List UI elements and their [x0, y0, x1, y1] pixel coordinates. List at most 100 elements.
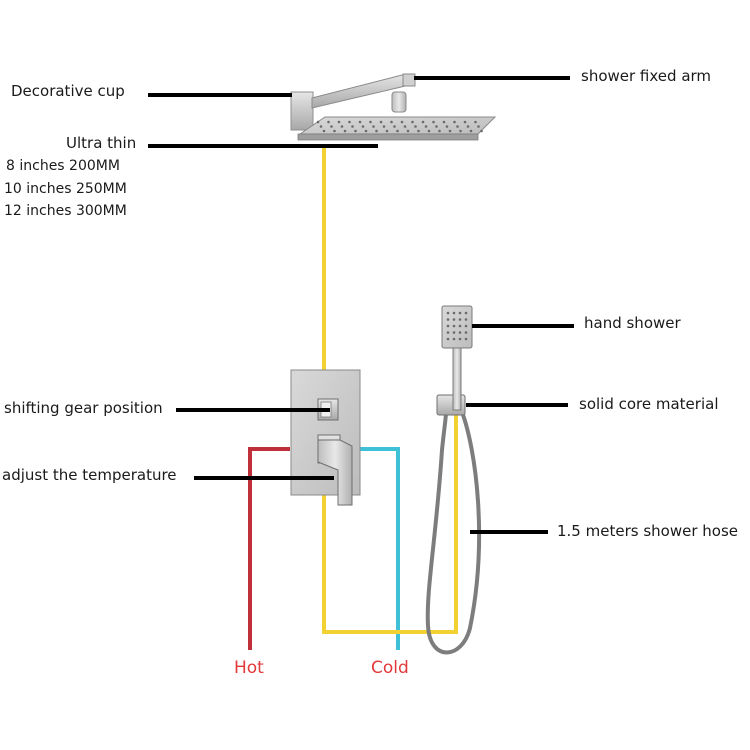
hand-nozzle-dot	[452, 318, 456, 321]
hand-shower-head	[441, 305, 473, 349]
nozzle-dot	[477, 125, 480, 128]
nozzle-dot	[445, 125, 449, 128]
arm-connector	[391, 91, 407, 113]
arm-joint	[402, 73, 416, 87]
hand-nozzle-dot	[458, 337, 462, 341]
nozzle-dot	[327, 120, 330, 124]
nozzle-dot	[337, 120, 341, 124]
hand-nozzle-dot	[452, 324, 456, 328]
hand-nozzle-dot	[458, 324, 462, 328]
label-hand-shower: hand shower	[584, 314, 681, 332]
nozzle-dot	[463, 120, 467, 124]
nozzle-dot	[469, 129, 473, 133]
nozzle-dot	[358, 120, 362, 124]
hand-nozzle-dot	[464, 311, 468, 315]
hand-nozzle-dot	[446, 337, 450, 341]
label-decorative-cup: Decorative cup	[11, 82, 125, 100]
label-hot: Hot	[234, 658, 264, 678]
nozzle-dot	[400, 120, 404, 124]
cold-water-pipe	[358, 447, 400, 650]
nozzle-dot	[421, 120, 425, 124]
shower-head-nozzles	[316, 120, 483, 133]
nozzle-dot	[348, 120, 351, 124]
nozzle-dot	[390, 120, 393, 124]
nozzle-dot	[372, 125, 375, 128]
hand-nozzle-dot	[458, 311, 462, 315]
hand-nozzle-dot	[452, 331, 456, 334]
nozzle-dot	[354, 129, 357, 133]
nozzle-dot	[330, 125, 333, 128]
hand-nozzle-dot	[446, 311, 450, 315]
hand-shower-supply-pipe	[322, 414, 458, 634]
nozzle-dot	[393, 125, 396, 128]
leader-lines	[148, 76, 574, 534]
nozzle-dot	[361, 125, 365, 128]
nozzle-dot	[448, 129, 452, 133]
hot-water-pipe	[248, 447, 290, 650]
nozzle-dot	[396, 129, 399, 133]
size-item: 10 inches 250MM	[4, 181, 127, 197]
temperature-handle-lever	[317, 439, 353, 506]
nozzle-dot	[333, 129, 336, 133]
nozzle-dot	[480, 129, 483, 133]
hand-nozzle-dot	[464, 318, 468, 321]
hand-shower-nozzles	[446, 311, 468, 341]
size-item: 12 inches 300MM	[4, 203, 127, 219]
nozzle-dot	[424, 125, 428, 128]
hand-nozzle-dot	[446, 324, 450, 328]
nozzle-dot	[340, 125, 344, 128]
nozzle-dot	[322, 129, 326, 133]
diverter-valve	[290, 369, 361, 506]
hand-nozzle-dot	[446, 331, 450, 334]
nozzle-dot	[406, 129, 410, 133]
nozzle-dot	[432, 120, 435, 124]
hand-nozzle-dot	[464, 331, 468, 334]
nozzle-dot	[403, 125, 407, 128]
size-item: 8 inches 200MM	[6, 158, 120, 174]
hand-nozzle-dot	[452, 337, 456, 341]
hand-nozzle-dot	[464, 324, 468, 328]
shower-head-assembly	[290, 73, 497, 141]
nozzle-dot	[411, 120, 414, 124]
nozzle-dot	[364, 129, 368, 133]
nozzle-dot	[456, 125, 459, 128]
nozzle-dot	[453, 120, 456, 124]
hand-nozzle-dot	[458, 331, 462, 334]
nozzle-dot	[414, 125, 417, 128]
nozzle-dot	[343, 129, 347, 133]
nozzle-dot	[435, 125, 438, 128]
shower-head-rim	[297, 133, 479, 141]
shower-hose	[425, 411, 482, 655]
nozzle-dot	[474, 120, 477, 124]
nozzle-dot	[382, 125, 386, 128]
nozzle-dot	[316, 120, 320, 124]
label-shower-hose: 1.5 meters shower hose	[557, 522, 738, 540]
nozzle-dot	[466, 125, 470, 128]
hand-nozzle-dot	[446, 318, 450, 321]
nozzle-dot	[375, 129, 378, 133]
label-shifting-gear-position: shifting gear position	[4, 399, 163, 417]
pipes	[248, 148, 458, 650]
hand-nozzle-dot	[458, 318, 462, 321]
nozzle-dot	[438, 129, 441, 133]
label-ultra-thin: Ultra thin	[66, 134, 137, 152]
nozzle-dot	[319, 125, 323, 128]
nozzle-dot	[385, 129, 389, 133]
label-adjust-temperature: adjust the temperature	[2, 466, 177, 484]
hand-nozzle-dot	[452, 311, 456, 315]
label-shower-fixed-arm: shower fixed arm	[581, 67, 712, 85]
nozzle-dot	[369, 120, 372, 124]
nozzle-dot	[427, 129, 431, 133]
decorative-cup	[290, 91, 314, 131]
nozzle-dot	[442, 120, 446, 124]
label-solid-core-material: solid core material	[579, 395, 719, 413]
label-cold: Cold	[371, 658, 409, 678]
hand-nozzle-dot	[464, 337, 468, 341]
hand-shower-assembly	[425, 305, 482, 655]
hand-shower-handle	[452, 344, 462, 411]
nozzle-dot	[351, 125, 354, 128]
nozzle-dot	[459, 129, 462, 133]
nozzle-dot	[417, 129, 420, 133]
nozzle-dot	[379, 120, 383, 124]
